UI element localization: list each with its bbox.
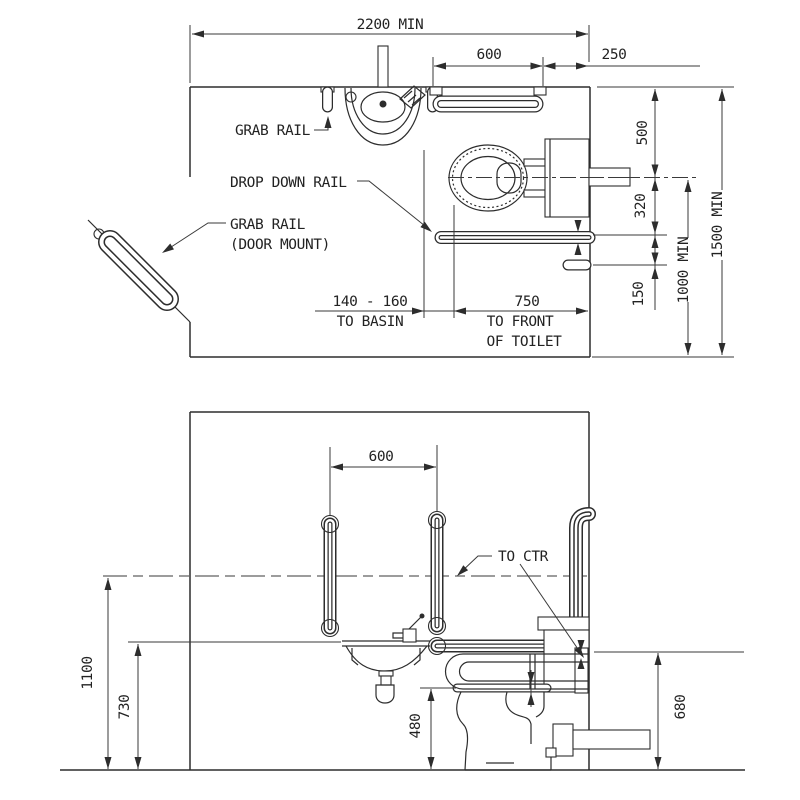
dim-1000-min: 1000 MIN xyxy=(676,180,692,355)
dim-rail-spacing-600: 600 xyxy=(329,445,438,515)
dim-basin-toilet: 140 - 160 TO BASIN 750 TO FRONT OF TOILE… xyxy=(315,150,588,350)
dim-1500-min: 1500 MIN xyxy=(710,89,726,355)
dim-text-to-front: TO FRONT xyxy=(487,314,554,330)
door-grab-rail xyxy=(93,228,179,311)
dim-text-1100: 1100 xyxy=(80,656,96,689)
elevation-view: 600 1100 730 480 680 xyxy=(60,411,745,771)
drop-down-rail-extended xyxy=(444,640,589,694)
dim-overall-width: 2200 MIN xyxy=(189,17,590,83)
to-ctr-text: TO CTR xyxy=(498,549,549,565)
room-walls-plan xyxy=(189,86,591,358)
dim-text-rail-spacing: 600 xyxy=(369,449,394,465)
pan-base xyxy=(465,752,552,771)
dim-text-overall: 2200 MIN xyxy=(357,17,424,33)
basin-tap-plan xyxy=(377,45,389,88)
dim-text-480: 480 xyxy=(408,714,424,739)
label-drop-down-rail: DROP DOWN RAIL xyxy=(230,175,432,232)
wash-basin-plan xyxy=(344,45,426,146)
dim-480: 480 xyxy=(408,687,456,769)
wash-basin-elevation xyxy=(342,613,430,704)
drop-down-rail-text: DROP DOWN RAIL xyxy=(230,175,347,191)
dim-text-730: 730 xyxy=(117,695,133,720)
drop-down-rail-folded xyxy=(569,507,596,627)
horizontal-grab-rail-plan xyxy=(429,86,547,113)
dim-730: 730 xyxy=(117,641,341,769)
horizontal-grab-rail-elevation xyxy=(427,636,559,656)
basin-tap-elevation xyxy=(392,613,425,643)
drop-down-rail-plan xyxy=(434,220,596,255)
dim-rail-to-wall-250: 250 xyxy=(543,47,700,70)
basin-tap-lever-plan xyxy=(399,85,426,109)
dim-text-1500min: 1500 MIN xyxy=(710,192,726,259)
vertical-grab-rail-left xyxy=(320,514,340,638)
label-door-grab-rail: GRAB RAIL (DOOR MOUNT) xyxy=(162,217,330,253)
dim-text-rail600: 600 xyxy=(477,47,502,63)
basin-drain xyxy=(379,100,387,108)
room-walls-elevation xyxy=(60,411,745,771)
dim-rail-600: 600 xyxy=(432,47,544,86)
seat-reference-arrows xyxy=(527,670,535,707)
dim-text-1000min: 1000 MIN xyxy=(676,237,692,304)
grab-rail-text: GRAB RAIL xyxy=(235,123,311,139)
door-grab-rail-text-1: GRAB RAIL xyxy=(230,217,306,233)
door-grab-rail-text-2: (DOOR MOUNT) xyxy=(230,237,330,253)
dim-680: 680 xyxy=(594,651,744,769)
dim-1100: 1100 xyxy=(80,578,112,769)
dim-text-750: 750 xyxy=(515,294,540,310)
plan-view: 2200 MIN 600 250 xyxy=(87,17,734,358)
dim-text-of-toilet: OF TOILET xyxy=(487,334,563,350)
dim-text-250: 250 xyxy=(602,47,627,63)
dim-text-140-160: 140 - 160 xyxy=(333,294,408,310)
label-grab-rail: GRAB RAIL xyxy=(235,116,332,139)
pan-front xyxy=(456,691,469,771)
dim-text-to-basin: TO BASIN xyxy=(337,314,404,330)
label-to-ctr: TO CTR xyxy=(457,549,584,658)
dim-text-500: 500 xyxy=(635,121,651,146)
dim-chain-right: 500 320 150 xyxy=(592,86,734,358)
dim-text-680: 680 xyxy=(673,695,689,720)
vertical-rail-stub-left xyxy=(320,86,335,113)
basin-trap xyxy=(375,670,395,704)
dim-text-150: 150 xyxy=(631,282,647,307)
vertical-grab-rail-right xyxy=(427,510,447,636)
dim-text-320: 320 xyxy=(633,194,649,219)
soil-pipe xyxy=(545,723,651,758)
